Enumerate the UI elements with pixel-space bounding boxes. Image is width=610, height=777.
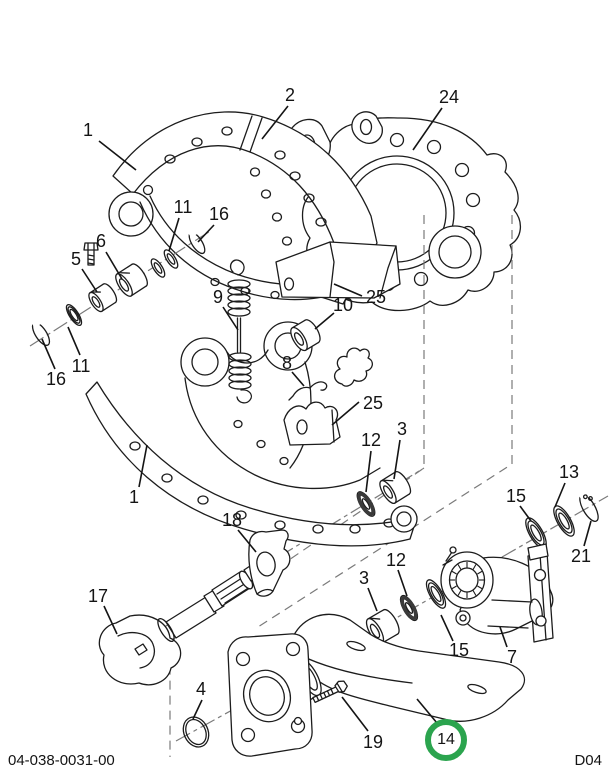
cam-support-bracket <box>248 529 291 597</box>
leader-line <box>397 569 408 597</box>
o-ring-4 <box>182 716 210 748</box>
leader-line <box>393 439 401 480</box>
washer-11-upper-a <box>150 258 166 278</box>
leader-line <box>192 699 203 720</box>
document-number: 04-038-0031-00 <box>8 752 115 769</box>
s-cam-head <box>98 614 182 686</box>
shoe-end-ear <box>108 191 154 237</box>
leader-line <box>138 444 148 488</box>
snap-ring-16-upper <box>187 228 206 255</box>
leader-line <box>519 505 532 522</box>
slack-adjuster <box>440 543 554 643</box>
page-code: D04 <box>574 752 602 769</box>
spline-teeth <box>449 562 485 598</box>
return-spring <box>227 259 253 404</box>
leader-line <box>197 224 215 243</box>
leader-line <box>67 326 81 356</box>
small-stud <box>293 716 303 726</box>
leader-line <box>103 605 118 635</box>
grease-fitting <box>442 551 453 566</box>
leader-line <box>314 312 335 330</box>
mounting-flange <box>227 633 313 757</box>
washer-15-lower <box>425 579 447 609</box>
leader-lines <box>41 105 592 732</box>
seal-12-upper <box>356 491 376 517</box>
leader-line <box>341 696 369 732</box>
leader-line <box>365 450 372 493</box>
leader-line <box>499 626 508 648</box>
snap-ring-16-lower <box>31 319 51 346</box>
leader-line <box>81 268 98 293</box>
washer-11-upper-b <box>163 249 179 269</box>
anchor-bracket-lower <box>283 401 341 446</box>
bushing-3-upper <box>379 471 412 504</box>
washer-13 <box>553 505 575 537</box>
leader-line <box>440 614 454 642</box>
leader-line <box>291 371 305 387</box>
leader-line <box>331 401 360 426</box>
snap-ring-21 <box>578 490 599 522</box>
leader-line <box>554 482 566 508</box>
wire-retainer <box>333 347 373 387</box>
bushing-3-lower <box>365 608 400 645</box>
camshaft <box>98 563 261 686</box>
bushing-6 <box>115 263 148 297</box>
bolt-19 <box>312 680 348 704</box>
clip-8 <box>288 381 328 401</box>
anchor-pin-bolt <box>83 242 99 266</box>
leader-line <box>583 520 592 547</box>
washer-11-lower <box>65 303 83 327</box>
leader-line <box>168 217 180 252</box>
leader-line <box>98 140 137 171</box>
leader-line <box>333 283 363 297</box>
leader-line <box>237 529 257 553</box>
leader-line <box>367 587 378 612</box>
leader-line <box>105 251 123 280</box>
camshaft-bore-boss <box>428 225 482 279</box>
leader-line <box>222 306 239 331</box>
leader-line <box>261 105 289 140</box>
bushing-5 <box>88 283 118 313</box>
anchor-bracket-upper <box>275 241 401 299</box>
leader-line <box>412 107 443 151</box>
leader-line <box>41 338 56 370</box>
seal-12-lower <box>399 594 419 622</box>
